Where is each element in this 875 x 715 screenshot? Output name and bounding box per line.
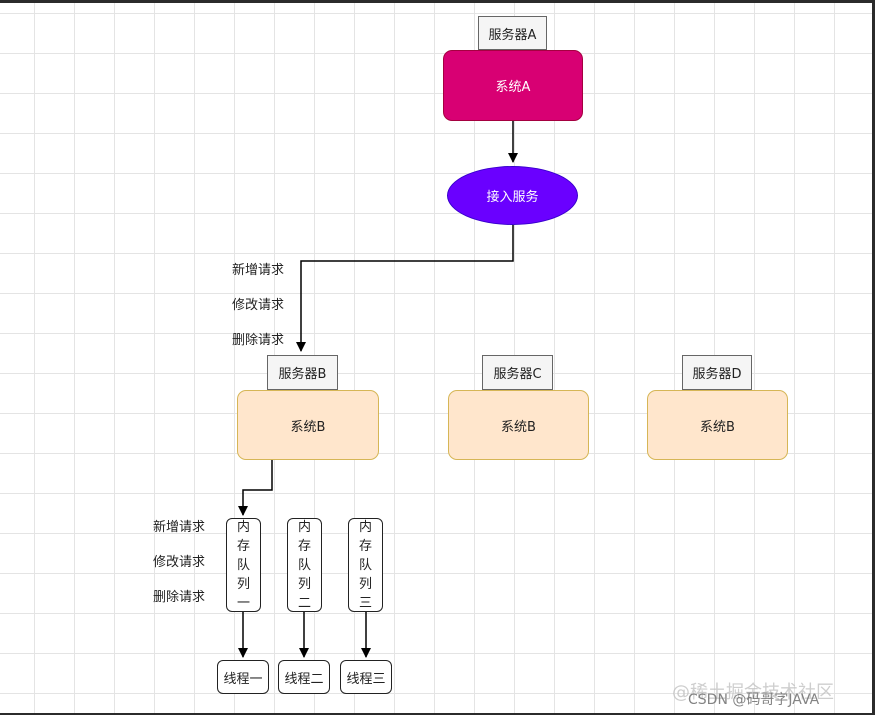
server-d-tag: 服务器D: [682, 355, 752, 390]
server-c-label: 服务器C: [493, 367, 542, 382]
server-a-label: 服务器A: [488, 27, 537, 43]
access-service-node: 接入服务: [447, 166, 578, 225]
server-b-tag: 服务器B: [267, 355, 338, 390]
request-label-delete-top: 删除请求: [232, 333, 285, 348]
system-d-label: 系统B: [700, 419, 735, 435]
memory-queue-1: 内存队列一: [226, 518, 261, 612]
edge-access-to-server-b: [296, 225, 514, 352]
system-a-label: 系统A: [495, 80, 531, 95]
request-label-modify-top: 修改请求: [232, 298, 285, 313]
system-d-node: 系统B: [647, 390, 788, 460]
thread-3: 线程三: [340, 660, 392, 694]
server-b-label: 服务器B: [278, 367, 327, 382]
system-c-node: 系统B: [448, 390, 589, 460]
memory-queue-3: 内存队列三: [348, 518, 383, 612]
request-label-add-top: 新增请求: [232, 263, 285, 278]
watermark-csdn: CSDN @码哥字JAVA: [688, 692, 820, 708]
memory-queue-3-label: 内存队列三: [358, 519, 372, 611]
system-b-label: 系统B: [290, 419, 326, 435]
system-c-label: 系统B: [501, 419, 536, 435]
window-bottom-border: [0, 713, 875, 715]
window-right-border: [872, 0, 875, 715]
watermark-juejin: @稀土掘金技术社区: [672, 682, 834, 703]
thread-2: 线程二: [278, 660, 330, 694]
system-b-node: 系统B: [237, 390, 379, 460]
request-label-add-bottom: 新增请求: [153, 520, 206, 535]
memory-queue-2: 内存队列二: [287, 518, 322, 612]
access-service-label: 接入服务: [486, 190, 539, 205]
memory-queue-1-label: 内存队列一: [236, 519, 250, 611]
edge-system-b-to-queue: [238, 460, 273, 516]
request-label-delete-bottom: 删除请求: [153, 590, 206, 605]
thread-2-label: 线程二: [284, 671, 324, 687]
thread-1-label: 线程一: [223, 671, 263, 687]
thread-1: 线程一: [217, 660, 269, 694]
memory-queue-2-label: 内存队列二: [297, 519, 311, 611]
system-a-node: 系统A: [443, 50, 583, 121]
request-label-modify-bottom: 修改请求: [153, 555, 206, 570]
window-top-border: [0, 0, 875, 3]
server-d-label: 服务器D: [692, 367, 742, 382]
server-a-tag: 服务器A: [478, 16, 547, 50]
thread-3-label: 线程三: [346, 671, 386, 687]
server-c-tag: 服务器C: [482, 355, 553, 390]
